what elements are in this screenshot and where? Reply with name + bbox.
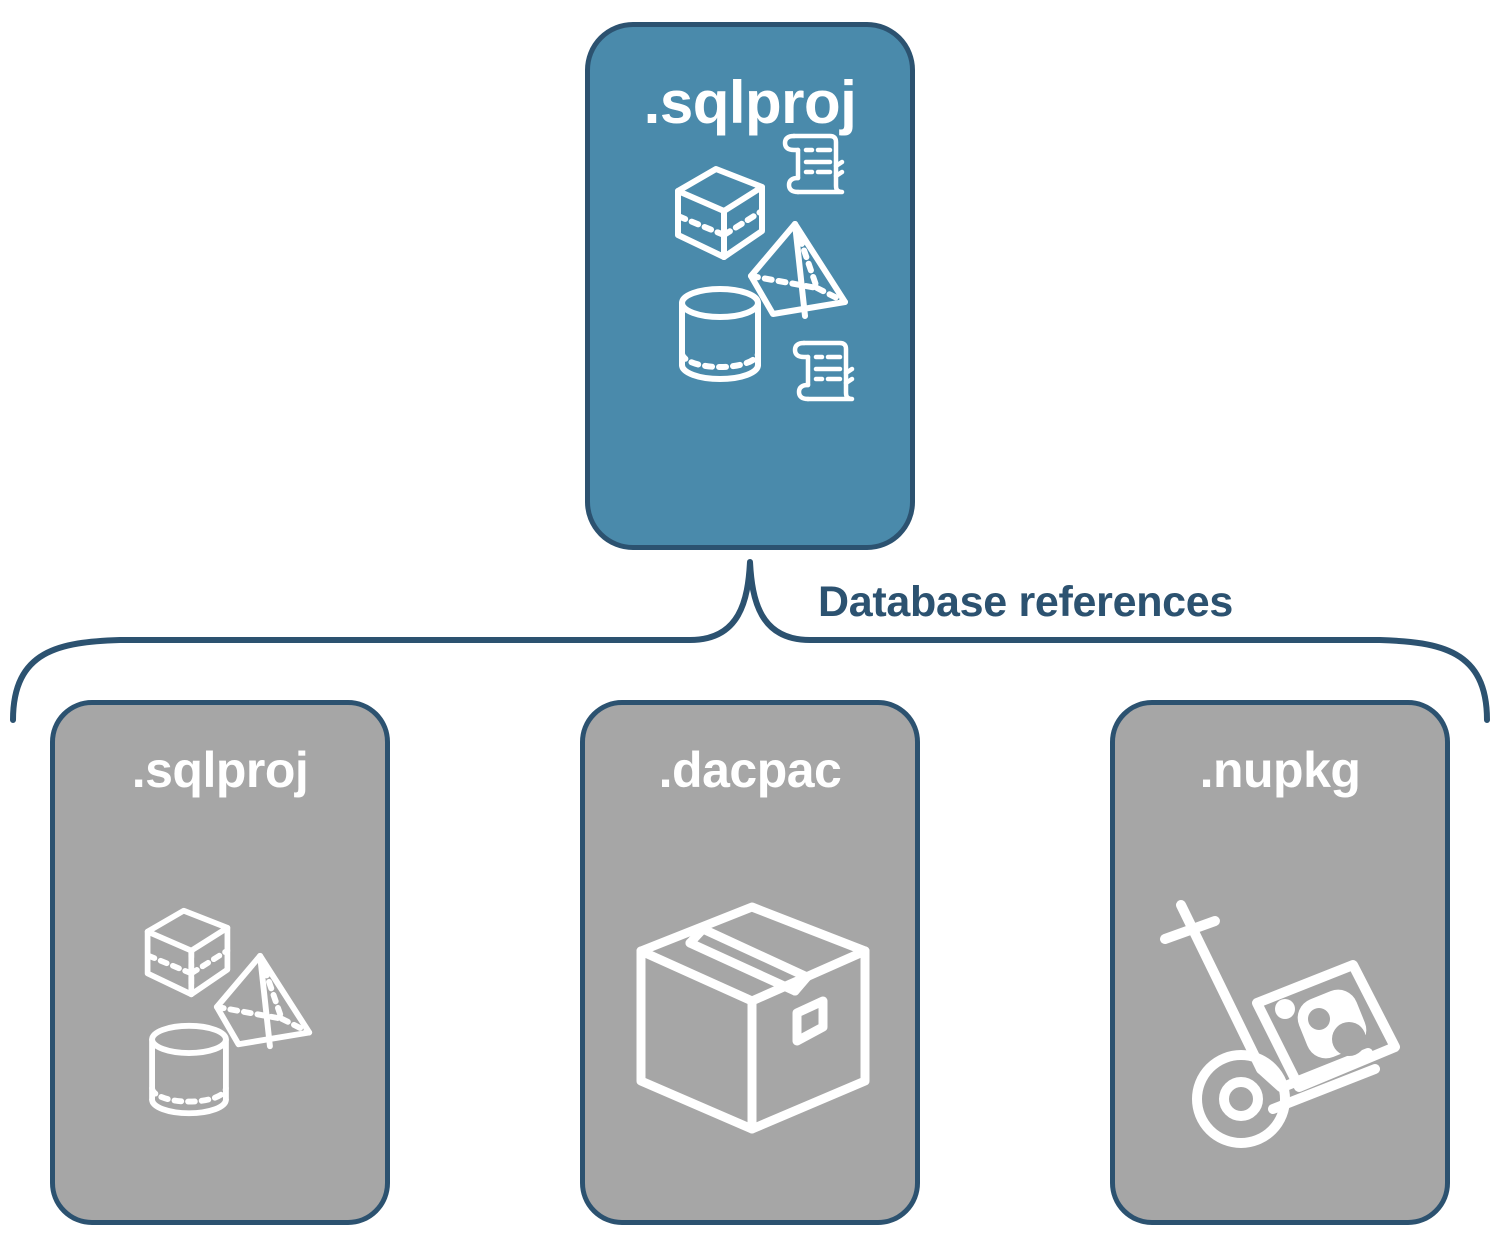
cylinder-icon (149, 1022, 229, 1117)
card-icon-group (1115, 795, 1445, 1220)
card-icon-group (590, 133, 910, 545)
card-title: .sqlproj (131, 742, 309, 798)
card-ref-nupkg[interactable]: .nupkg (1110, 700, 1450, 1225)
card-icon-group (55, 795, 385, 1220)
hand-truck-icon (1160, 900, 1400, 1148)
cube-icon (144, 907, 231, 998)
scroll-icon (782, 133, 845, 195)
scroll-icon (792, 340, 855, 402)
cylinder-icon (679, 286, 761, 382)
pyramid-icon (213, 952, 313, 1050)
card-title: .dacpac (658, 742, 842, 798)
card-ref-sqlproj[interactable]: .sqlproj (50, 700, 390, 1225)
card-root-sqlproj[interactable]: .sqlproj (585, 22, 915, 550)
pyramid-icon (748, 221, 848, 319)
card-title: .sqlproj (643, 69, 857, 136)
card-icon-group (585, 795, 915, 1220)
card-ref-dacpac[interactable]: .dacpac (580, 700, 920, 1225)
package-box-icon (636, 902, 870, 1134)
connector-label: Database references (818, 578, 1233, 626)
cube-icon (675, 166, 765, 260)
card-title: .nupkg (1199, 742, 1361, 798)
